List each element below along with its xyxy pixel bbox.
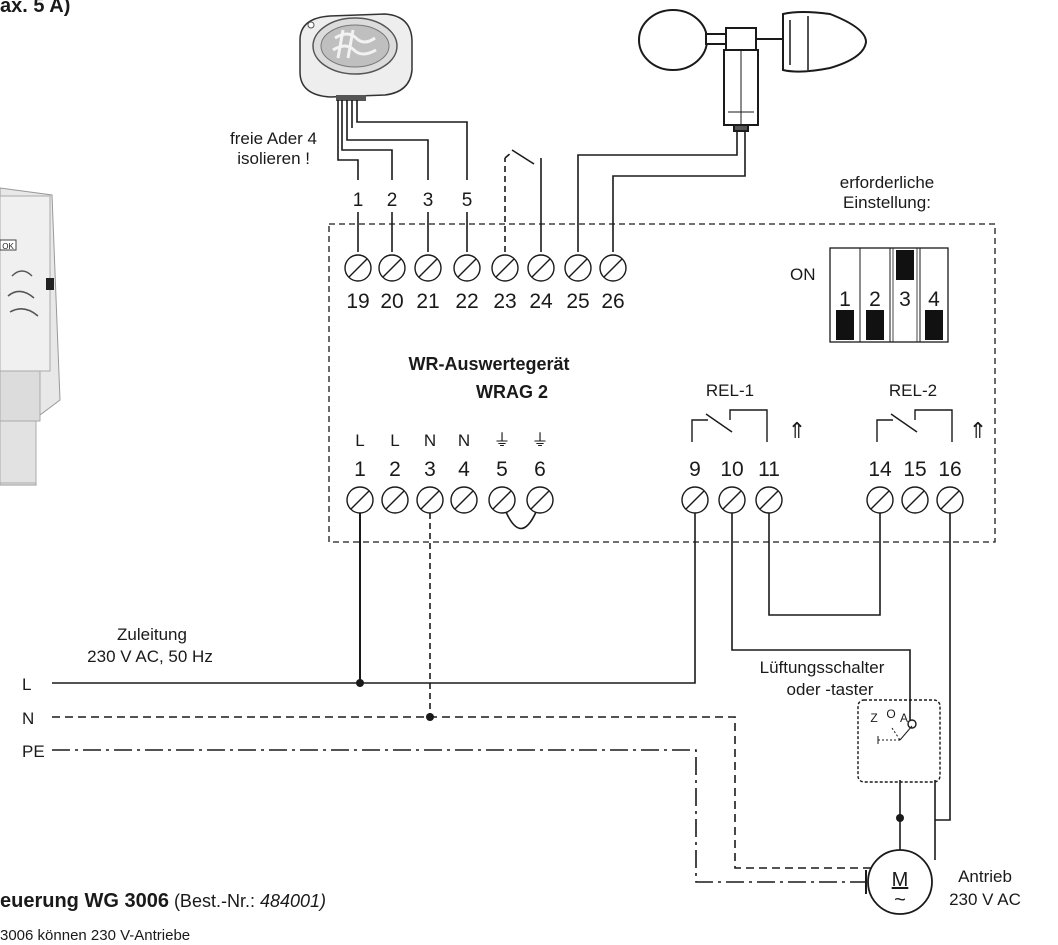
dip-knobs xyxy=(836,250,943,340)
motor xyxy=(865,849,933,915)
footer-title-bold: euerung WG 3006 xyxy=(0,890,169,912)
device-name: WR-Auswertegerät xyxy=(408,354,569,374)
line-pe-label: PE xyxy=(22,742,45,761)
optional-contact xyxy=(504,149,542,252)
sensor-wire-1: 1 xyxy=(353,190,364,211)
rain-sensor xyxy=(299,13,413,101)
dip-num-2: 2 xyxy=(869,288,881,311)
line-l-label: L xyxy=(22,675,31,694)
dip-switch xyxy=(829,247,949,343)
lower-num-2: 2 xyxy=(389,458,401,481)
terminal-20: 20 xyxy=(380,290,403,313)
ground-icon-5: ⏚ xyxy=(494,431,511,450)
switch-label-line1: Lüftungsschalter xyxy=(760,658,885,677)
terminal-25: 25 xyxy=(566,290,589,313)
footer-order-number: 484001) xyxy=(260,891,326,911)
lower-num-3: 3 xyxy=(424,458,436,481)
terminal-21: 21 xyxy=(416,290,439,313)
footer-title: euerung WG 3006 (Best.-Nr.: 484001) xyxy=(0,890,326,912)
lower-terminal-screws xyxy=(346,486,964,514)
lower-label-3: N xyxy=(424,431,436,450)
header-fragment: ax. 5 A) xyxy=(0,0,70,17)
terminal-23: 23 xyxy=(493,290,516,313)
vent-switch xyxy=(857,699,941,783)
dip-num-1: 1 xyxy=(839,288,851,311)
switch-pos-o: O xyxy=(886,707,895,721)
relay1-name: REL-1 xyxy=(706,381,754,400)
junction-motor xyxy=(896,814,904,822)
relay1-terminal-10: 10 xyxy=(720,458,743,481)
lower-num-6: 6 xyxy=(534,458,546,481)
device-photo-ok-label: OK xyxy=(2,242,14,251)
ground-icon-6: ⏚ xyxy=(532,431,549,450)
terminal-19: 19 xyxy=(346,290,369,313)
dip-label-line1: erforderliche xyxy=(840,173,935,192)
supply-spec: 230 V AC, 50 Hz xyxy=(87,647,213,666)
dip-knob-4 xyxy=(925,310,943,340)
lower-label-2: L xyxy=(390,431,399,450)
relay2-name: REL-2 xyxy=(889,381,937,400)
upper-terminal-screws xyxy=(344,254,627,282)
relay1-terminal-11: 11 xyxy=(758,458,780,481)
motor-label-line2: 230 V AC xyxy=(949,890,1021,909)
relay1-arrow-icon: ⇑ xyxy=(788,418,806,443)
wire-note-line1: freie Ader 4 xyxy=(230,129,317,148)
motor-tilde: ~ xyxy=(894,889,906,911)
motor-label-line1: Antrieb xyxy=(958,867,1012,886)
relay2-terminal-16: 16 xyxy=(938,458,961,481)
junction-l xyxy=(356,679,364,687)
relay1-terminal-9: 9 xyxy=(689,458,701,481)
terminal-24: 24 xyxy=(529,290,553,313)
device-photo xyxy=(0,187,61,486)
lower-num-1: 1 xyxy=(354,458,366,481)
anemometer xyxy=(638,9,868,132)
lower-num-4: 4 xyxy=(458,458,470,481)
junction-n xyxy=(426,713,434,721)
anemometer-wires xyxy=(577,131,746,252)
supply-title: Zuleitung xyxy=(117,625,187,644)
dip-num-4: 4 xyxy=(928,288,940,311)
relay-symbols xyxy=(691,409,953,442)
dip-label-line2: Einstellung: xyxy=(843,193,931,212)
supply-wiring xyxy=(52,513,951,883)
terminal-22: 22 xyxy=(455,290,478,313)
sensor-wires xyxy=(337,100,468,252)
dip-on-label: ON xyxy=(790,265,816,284)
lower-num-5: 5 xyxy=(496,458,508,481)
device-model: WRAG 2 xyxy=(476,382,548,402)
sensor-wire-3: 3 xyxy=(423,190,434,211)
relay2-arrow-icon: ⇑ xyxy=(969,418,987,443)
ground-bridge xyxy=(505,511,537,530)
lower-label-1: L xyxy=(355,431,364,450)
footer-subline: 3006 können 230 V-Antriebe xyxy=(0,927,190,944)
footer-title-rest: (Best.-Nr.: xyxy=(169,891,260,911)
dip-num-3: 3 xyxy=(899,288,911,311)
sensor-wire-2: 2 xyxy=(387,190,398,211)
device-outline xyxy=(328,223,996,543)
relay2-terminal-15: 15 xyxy=(903,458,926,481)
motor-symbol: M xyxy=(892,869,909,891)
sensor-wire-5: 5 xyxy=(462,190,473,211)
relay2-terminal-14: 14 xyxy=(868,458,892,481)
switch-pos-a: A xyxy=(900,711,908,725)
dip-knob-1 xyxy=(836,310,854,340)
terminal-26: 26 xyxy=(601,290,624,313)
dip-knob-2 xyxy=(866,310,884,340)
switch-label-line2: oder -taster xyxy=(787,680,874,699)
switch-pos-z: Z xyxy=(870,711,877,725)
line-n-label: N xyxy=(22,709,34,728)
dip-knob-3 xyxy=(896,250,914,280)
wire-note-line2: isolieren ! xyxy=(237,149,310,168)
lower-label-4: N xyxy=(458,431,470,450)
